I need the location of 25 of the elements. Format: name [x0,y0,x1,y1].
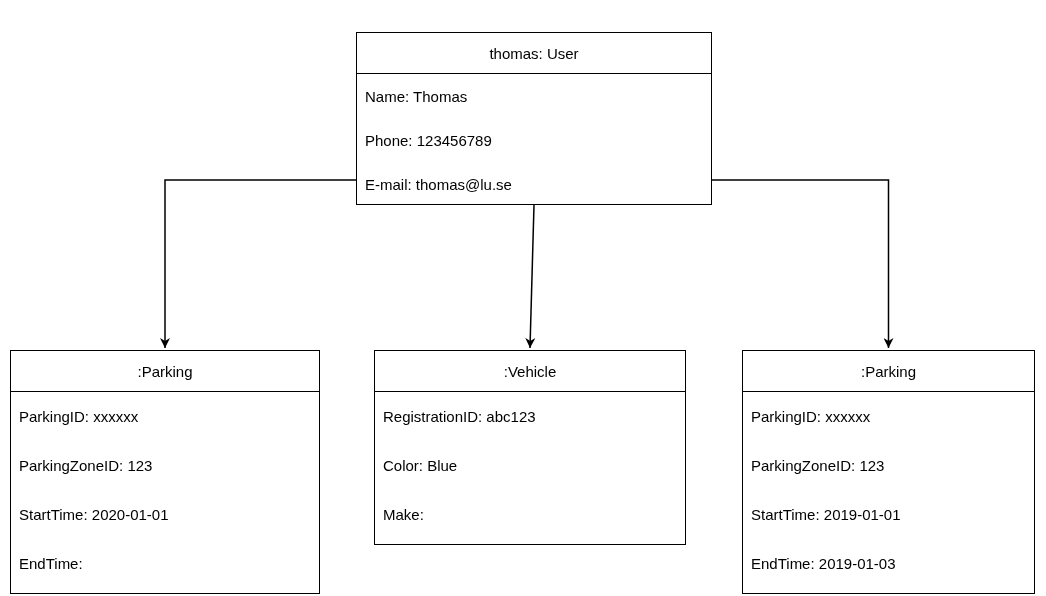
attribute-text: ParkingID: xxxxxx [751,408,871,425]
attribute-text: EndTime: [19,555,83,572]
arrow [160,179,357,349]
arrow [711,179,894,349]
attribute-text: Phone: 123456789 [365,131,492,149]
attribute-text: E-mail: thomas@lu.se [365,175,512,193]
attribute-text: ParkingZoneID: 123 [19,457,153,474]
class-box [10,350,320,594]
attribute-text: Name: Thomas [365,87,468,105]
class-title: thomas: User [489,44,579,62]
class-box [742,350,1035,594]
class-box [374,350,686,545]
class-title: :Vehicle [503,362,557,380]
class-title: :Parking [861,362,916,380]
attribute-text: ParkingZoneID: 123 [751,457,885,474]
arrow [525,204,536,349]
attribute-text: RegistrationID: abc123 [383,408,536,425]
attribute-text: StartTime: 2019-01-01 [751,506,901,523]
attribute-text: StartTime: 2020-01-01 [19,506,169,523]
attribute-text: EndTime: 2019-01-03 [751,555,896,572]
attribute-text: ParkingID: xxxxxx [19,408,139,425]
class-title: :Parking [137,362,193,380]
attribute-text: Color: Blue [383,457,458,474]
attribute-text: Make: [383,506,424,523]
class-box [356,32,712,205]
